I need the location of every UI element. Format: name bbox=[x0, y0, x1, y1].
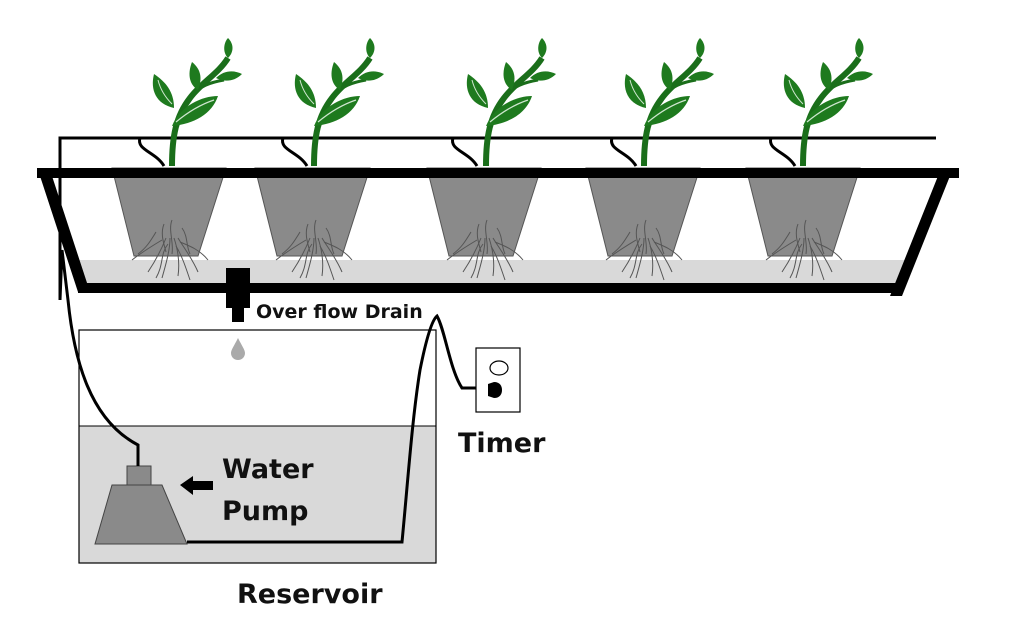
drip-emitters bbox=[138, 137, 797, 167]
tray-top-rim bbox=[37, 168, 959, 178]
timer-label: Timer bbox=[458, 428, 546, 459]
reservoir-label: Reservoir bbox=[237, 579, 383, 610]
plant bbox=[295, 38, 384, 166]
water-pump-icon bbox=[94, 465, 188, 545]
grow-tray bbox=[37, 168, 959, 296]
pump-power-cord bbox=[187, 313, 490, 544]
pot bbox=[585, 167, 701, 257]
plant bbox=[153, 38, 242, 166]
pump-hose bbox=[58, 249, 140, 466]
plant bbox=[625, 38, 714, 166]
tray-bottom bbox=[78, 283, 898, 293]
overflow-drain-label: Over flow Drain bbox=[256, 301, 423, 323]
timer-outlet bbox=[475, 347, 521, 413]
pot-row bbox=[111, 167, 861, 257]
pot bbox=[111, 167, 227, 257]
tray-right-wall bbox=[890, 176, 950, 296]
plant bbox=[467, 38, 556, 166]
tray-left-wall bbox=[40, 176, 90, 292]
reservoir-tank bbox=[78, 329, 437, 564]
water-pump-label-line1: Water bbox=[222, 454, 314, 485]
pot bbox=[426, 167, 542, 257]
overflow-drain bbox=[226, 268, 250, 322]
water-pump-label-line2: Pump bbox=[222, 496, 308, 527]
water-drop-icon bbox=[231, 338, 245, 360]
tray-water bbox=[72, 260, 908, 284]
plant bbox=[784, 38, 873, 166]
pot bbox=[745, 167, 861, 257]
pot bbox=[254, 167, 371, 257]
arrow-left-icon bbox=[180, 476, 213, 495]
